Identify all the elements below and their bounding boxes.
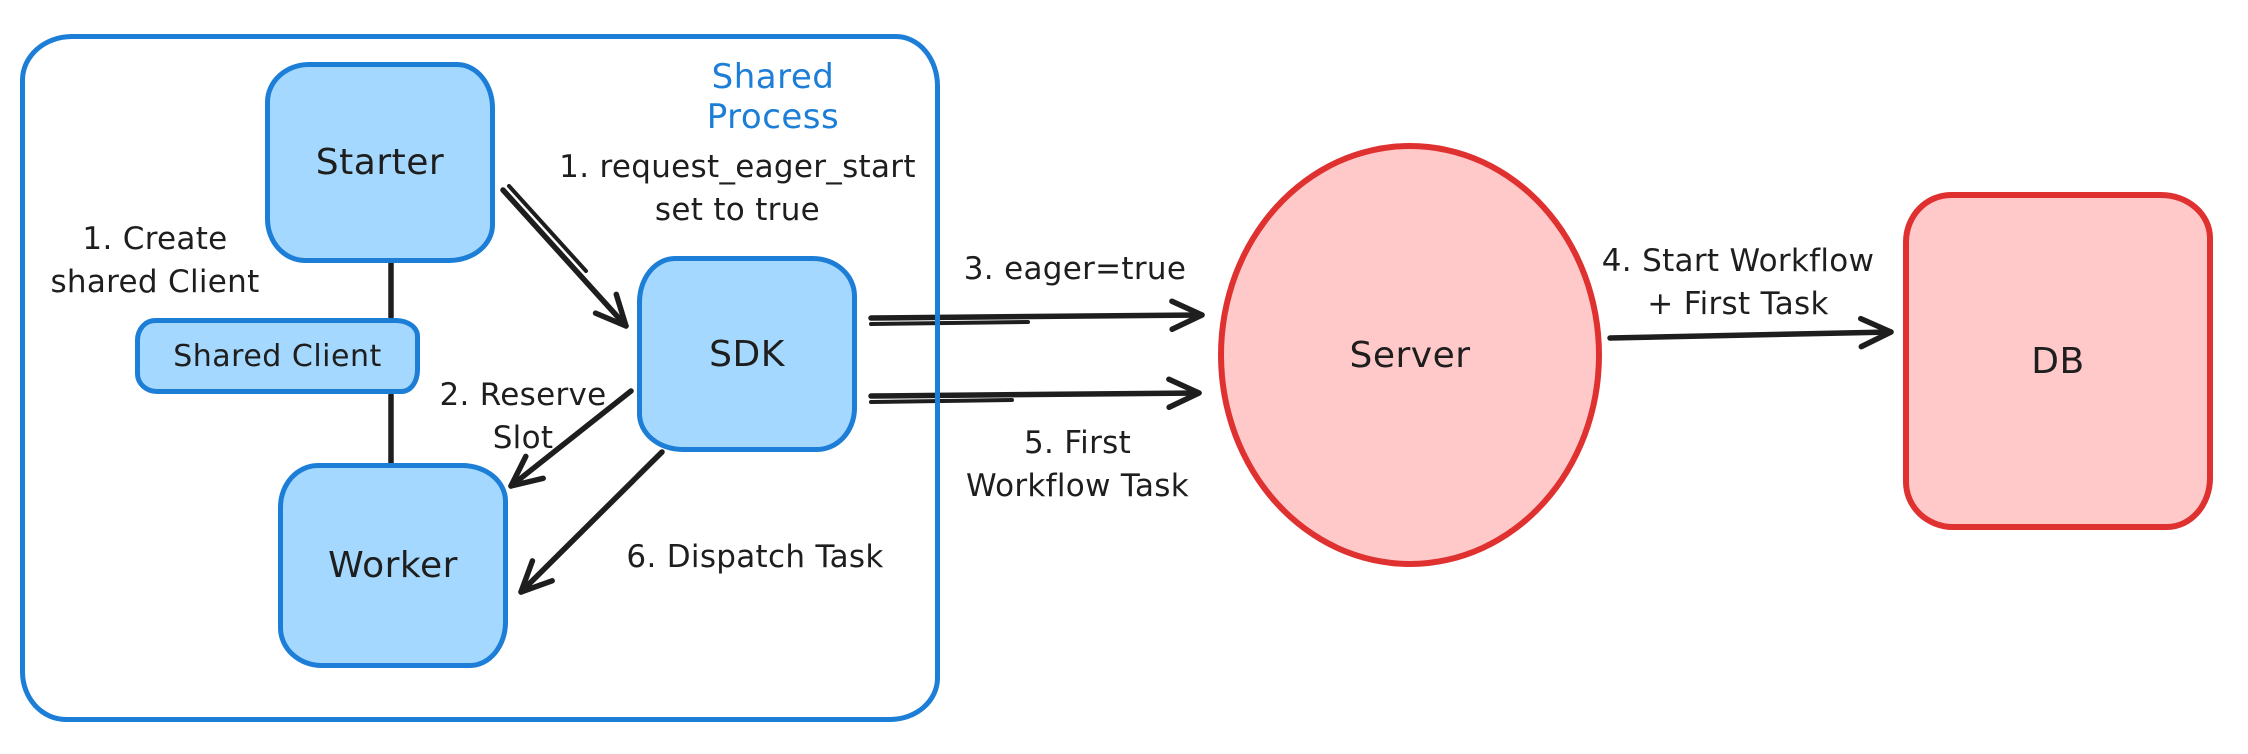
- annotation-first-workflow-task: 5. First Workflow Task: [965, 425, 1189, 504]
- annotation-dispatch-task: 6. Dispatch Task: [626, 539, 884, 575]
- annotation-reserve-slot: 2. Reserve Slot: [439, 377, 607, 456]
- node-server-label: Server: [1349, 334, 1471, 376]
- annotation-eager-true: 3. eager=true: [963, 251, 1187, 287]
- node-db-label: DB: [2031, 340, 2085, 382]
- node-sdk: SDK: [637, 256, 857, 452]
- shared-process-label: Shared Process: [706, 57, 840, 137]
- node-sdk-label: SDK: [709, 333, 785, 375]
- node-worker-label: Worker: [328, 545, 458, 586]
- node-db: DB: [1903, 192, 2213, 530]
- annotation-start-workflow: 4. Start Workflow + First Task: [1601, 243, 1875, 322]
- node-shared-client-label: Shared Client: [173, 338, 382, 374]
- arrow-server-to-db: [1607, 315, 1894, 350]
- node-starter: Starter: [265, 62, 495, 263]
- node-server: Server: [1218, 143, 1602, 567]
- annotation-create-shared-client: 1. Create shared Client: [50, 221, 260, 300]
- node-worker: Worker: [278, 463, 508, 668]
- shared-process-container: [20, 34, 940, 722]
- node-shared-client: Shared Client: [135, 318, 420, 394]
- annotation-request-eager-start: 1. request_eager_start set to true: [559, 149, 916, 228]
- node-starter-label: Starter: [315, 142, 445, 183]
